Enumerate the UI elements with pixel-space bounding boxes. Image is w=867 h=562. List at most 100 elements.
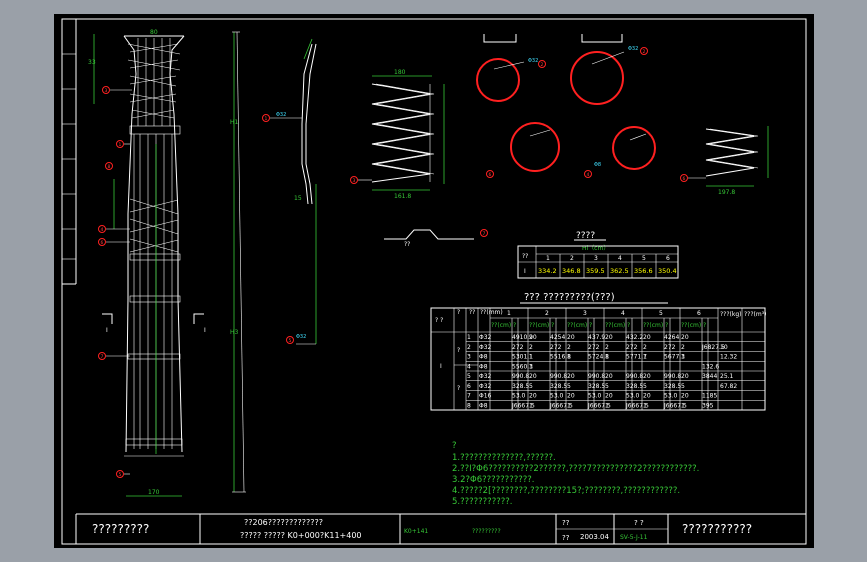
- svg-text:2: 2: [541, 62, 544, 68]
- rebar-group-6-len-head: ??(cm): [681, 322, 701, 329]
- title-block: ????????? ??206????????????? ????? ?????…: [75, 513, 806, 544]
- height-table-header: Hi（cm）: [582, 245, 609, 252]
- rebar-cell-r3-c5: 5516.8: [550, 354, 571, 361]
- rebar-cell-r5-c7: 990.8: [588, 373, 605, 380]
- rebar-cell-r6-c10: 5: [643, 383, 647, 390]
- rebar-cell-r3-c4: 1: [529, 354, 533, 361]
- svg-text:5: 5: [289, 338, 292, 344]
- rebar-cell-r8-c8: 1: [605, 402, 609, 409]
- rebar-cell-r3-c3: 5301.1: [512, 354, 533, 361]
- rebar-cell-r4-c13: 132.6: [702, 363, 719, 370]
- rebar-cell-r5-c5: 990.8: [550, 373, 567, 380]
- svg-text:3: 3: [105, 88, 108, 94]
- section-marks: I I: [102, 313, 206, 334]
- note-line-3: 3.2?Φ6???????????.: [452, 475, 534, 485]
- rebar-cell-r5-c2: Φ32: [479, 373, 492, 380]
- note-line-5: 5.???????????.: [452, 497, 512, 507]
- svg-text:7: 7: [101, 354, 104, 360]
- rebar-cell-r7-c8: 20: [605, 393, 613, 400]
- rebar-group-3: 3: [583, 310, 587, 317]
- rebar-group-1-cnt-head: ?: [513, 322, 516, 329]
- svg-text:Φ32: Φ32: [528, 58, 538, 64]
- rebar-group-3-len-head: ??(cm): [567, 322, 587, 329]
- svg-text:5: 5: [119, 472, 122, 478]
- rebar-cell-r8-c11: J6667.5: [663, 402, 687, 409]
- svg-text:1: 1: [119, 142, 122, 148]
- rebar-cell-r6-c2: Φ32: [479, 383, 492, 390]
- rebar-cell-r3-c7: 5724.8: [588, 354, 609, 361]
- rebar-cell-r4-c2: Φ8: [479, 363, 488, 370]
- rebar-cell-r1-c5: 4254: [550, 334, 565, 341]
- rebar-cell-r8-c9: J6667.5: [625, 402, 649, 409]
- height-table-col-2: 2: [570, 255, 574, 262]
- height-table-value-5: 356.6: [634, 267, 653, 275]
- rebar-cell-r5-c10: 20: [643, 373, 651, 380]
- svg-text:?: ?: [457, 347, 460, 354]
- bent-bar-detail: 1 Φ32 5 Φ32 15: [262, 38, 317, 345]
- rebar-cell-r8-c12: 1: [681, 402, 685, 409]
- rebar-cell-r5-c4: 20: [529, 373, 537, 380]
- rebar-cell-r5-c1: 5: [467, 373, 471, 380]
- svg-text:I: I: [106, 327, 108, 334]
- rebar-cell-r3-c12: 1: [681, 354, 685, 361]
- rebar-cell-r2-c9: 272: [626, 344, 638, 351]
- rebar-group-6-cnt-head: ?: [703, 322, 706, 329]
- rebar-cell-r1-c7: 437.9: [588, 334, 605, 341]
- company-name: ?????????: [92, 522, 149, 536]
- rebar-cell-r1-c6: 20: [567, 334, 575, 341]
- svg-text:4: 4: [101, 227, 104, 233]
- svg-text:Φ32: Φ32: [296, 334, 306, 340]
- rebar-cell-r1-c10: 20: [643, 334, 651, 341]
- sheet-number: SV-5-J-11: [620, 534, 648, 541]
- notes-heading: ?: [452, 441, 457, 451]
- rebar-cell-r7-c2: Φ16: [479, 393, 492, 400]
- station-label: K0+141: [404, 528, 428, 535]
- height-table-value-4: 362.5: [610, 267, 629, 275]
- note-line-1: 1.??????????????,??????.: [452, 453, 556, 463]
- pier-bottom-width: 170: [148, 489, 160, 496]
- height-table-col-5: 5: [642, 255, 646, 262]
- approval-label: ???????????: [682, 522, 752, 536]
- rebar-cell-r5-c9: 990.8: [626, 373, 643, 380]
- svg-text:197.8: 197.8: [718, 189, 735, 196]
- drawing-date: 2003.04: [580, 533, 609, 541]
- svg-text:180: 180: [394, 69, 406, 76]
- svg-text:8: 8: [108, 164, 111, 170]
- spiral-coil-right: 197.8 6: [680, 126, 769, 196]
- height-table-col-3: 3: [594, 255, 598, 262]
- rebar-cell-r8-c3: J6667.5: [511, 402, 535, 409]
- svg-text:3: 3: [353, 178, 356, 184]
- pier-height-dim-h3: H3: [230, 329, 239, 336]
- rebar-cell-r1-c3: 4910.9: [512, 334, 533, 341]
- rebar-cell-r2-c14: 10: [720, 344, 728, 351]
- drawing-canvas: 170 33 H1 H3 80 I I 3 1 8 4 6 7 5: [61, 18, 807, 545]
- rebar-cell-r3-c14: 12.32: [720, 354, 737, 361]
- rebar-cell-r7-c1: 7: [467, 393, 471, 400]
- rebar-cell-r6-c4: 5: [529, 383, 533, 390]
- pier-top-height-dim: 33: [88, 59, 96, 66]
- pier-top-width: 80: [150, 29, 158, 36]
- rebar-cell-r6-c9: 328.5: [626, 383, 643, 390]
- svg-text:???(kg): ???(kg): [720, 311, 742, 318]
- svg-text:6: 6: [489, 172, 492, 178]
- rebar-cell-r2-c5: 272: [550, 344, 562, 351]
- rebar-cell-r7-c11: 53.0: [664, 393, 678, 400]
- rebar-cell-r8-c10: 1: [643, 402, 647, 409]
- rebar-group-2-len-head: ??(cm): [529, 322, 549, 329]
- rebar-cell-r2-c7: 272: [588, 344, 600, 351]
- rebar-cell-r1-c12: 20: [681, 334, 689, 341]
- svg-text:I: I: [440, 363, 442, 370]
- hook-bar-detail: 7 ??: [384, 229, 488, 248]
- rebar-group-5: 5: [659, 310, 663, 317]
- rebar-cell-r8-c6: 1: [567, 402, 571, 409]
- height-table-col-6: 6: [666, 255, 670, 262]
- rebar-cell-r8-c1: 8: [467, 402, 471, 409]
- rebar-cell-r5-c8: 20: [605, 373, 613, 380]
- svg-text:I: I: [204, 327, 206, 334]
- design-notes: ? 1.??????????????,??????. 2.??Ι?Φ6?????…: [452, 441, 699, 507]
- rebar-cell-r4-c4: 1: [529, 363, 533, 370]
- rebar-group-6: 6: [697, 310, 701, 317]
- pier-callouts: 3 1 8 4 6 7 5: [98, 86, 132, 478]
- rebar-cell-r7-c12: 20: [681, 393, 689, 400]
